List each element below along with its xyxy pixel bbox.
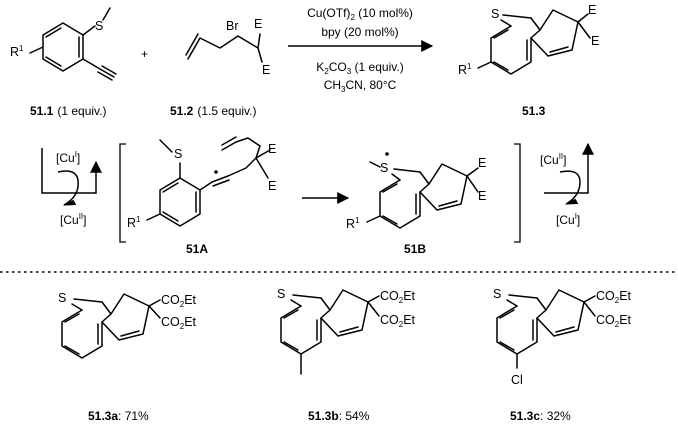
bromine-atom: Br — [226, 19, 239, 33]
co2et-group: CO2Et — [596, 313, 632, 329]
catalyst-condition: Cu(OTf)2 (10 mol%) — [307, 6, 413, 22]
ester-e: E — [478, 156, 486, 170]
co2et-group: CO2Et — [161, 293, 197, 309]
r1-substituent: R1 — [127, 215, 141, 230]
reactant-51-2-label: 51.2(1.5 equiv.) — [170, 104, 257, 118]
co2et-group: CO2Et — [161, 315, 197, 331]
intermediate-51b-structure: S E E R1 — [346, 152, 486, 231]
example-51-3c-label: 51.3c: 32% — [510, 409, 571, 423]
reactant-51-1-label: 51.1(1 equiv.) — [30, 104, 107, 118]
example-51-3b-label: 51.3b: 54% — [308, 409, 370, 423]
example-51-3a-structure: S CO2Et CO2Et — [58, 291, 197, 359]
sulfur-atom: S — [491, 7, 499, 21]
r1-substituent: R1 — [458, 62, 472, 77]
example-51-3a-label: 51.3a: 71% — [88, 409, 149, 423]
ester-e: E — [588, 3, 596, 17]
sulfur-atom: S — [95, 19, 103, 33]
cu-reduction-step — [544, 142, 594, 205]
ligand-condition: bpy (20 mol%) — [321, 25, 398, 39]
product-51-3-structure: S E E R1 — [458, 3, 599, 77]
cu-i-product: [CuI] — [556, 212, 580, 227]
reactant-51-1-structure: S R1 — [10, 7, 117, 81]
intermediate-51a-label: 51A — [186, 242, 208, 256]
plus-sign: + — [141, 47, 148, 61]
co2et-group: CO2Et — [380, 289, 416, 305]
cu-i-reagent: [CuI] — [56, 150, 80, 165]
example-51-3c-structure: S Cl CO2Et CO2Et — [493, 287, 632, 387]
r1-substituent: R1 — [346, 216, 360, 231]
intermediate-51a-structure: S E E R1 — [127, 136, 276, 230]
sulfur-atom: S — [493, 287, 501, 301]
co2et-group: CO2Et — [380, 313, 416, 329]
ester-e: E — [268, 179, 276, 193]
sulfur-atom: S — [174, 147, 182, 161]
cu-ii-reagent: [CuII] — [540, 152, 566, 167]
sulfur-atom: S — [277, 287, 285, 301]
open-bracket — [119, 143, 126, 243]
cu-ii-product: [CuII] — [60, 212, 86, 227]
ester-e: E — [254, 17, 262, 31]
chlorine-atom: Cl — [511, 373, 523, 387]
product-51-3-label: 51.3 — [522, 104, 546, 118]
r1-substituent: R1 — [10, 44, 24, 59]
ester-e: E — [591, 34, 599, 48]
example-51-3b-structure: S CO2Et CO2Et — [277, 287, 416, 375]
base-condition: K2CO3 (1 equiv.) — [316, 60, 403, 76]
close-bracket — [514, 143, 521, 243]
solvent-condition: CH3CN, 80°C — [324, 78, 397, 94]
sulfur-atom: S — [58, 291, 66, 305]
reactant-51-2-structure: Br E E — [185, 17, 270, 77]
ester-e: E — [268, 142, 276, 156]
ester-e: E — [478, 189, 486, 203]
co2et-group: CO2Et — [596, 289, 632, 305]
ester-e: E — [262, 63, 270, 77]
sulfur-atom: S — [380, 161, 388, 175]
intermediate-51b-label: 51B — [404, 242, 426, 256]
cu-oxidation-step — [41, 148, 102, 206]
